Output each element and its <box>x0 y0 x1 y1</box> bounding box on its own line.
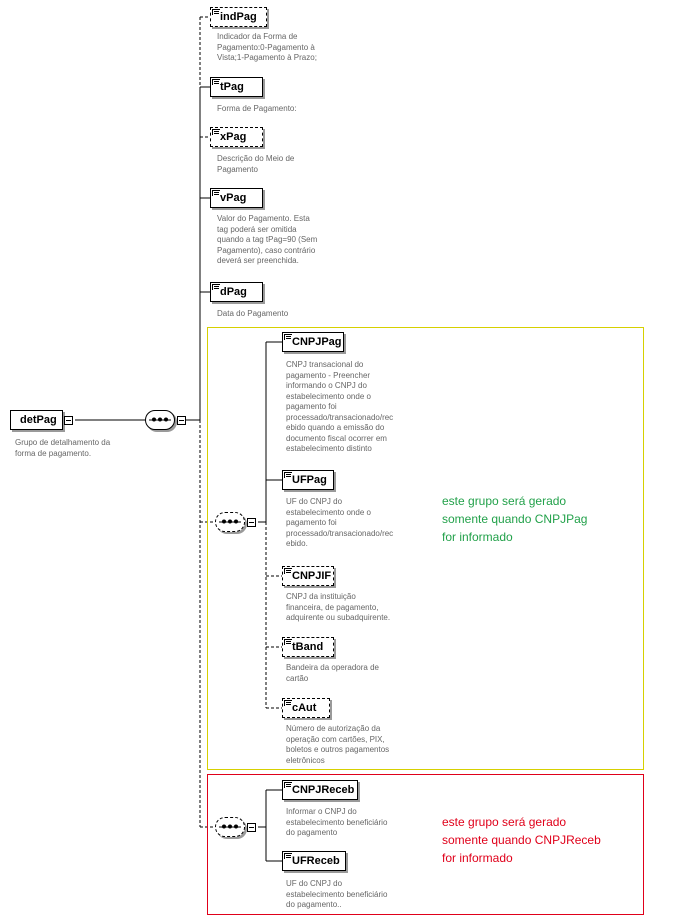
sequence-compositor-cnpjpag-group[interactable] <box>215 512 245 532</box>
node-label: cAut <box>292 702 317 714</box>
node-desc-vpag: Valor do Pagamento. Esta tag poderá ser … <box>217 214 318 265</box>
node-label: dPag <box>220 286 247 298</box>
node-desc-tband: Bandeira da operadora de cartão <box>286 663 379 683</box>
node-indpag[interactable]: indPag <box>210 7 267 27</box>
element-icon <box>212 284 220 290</box>
node-label: detPag <box>20 414 57 426</box>
element-icon <box>212 190 220 196</box>
node-desc-xpag: Descrição do Meio de Pagamento <box>217 154 295 174</box>
node-label: vPag <box>220 192 247 204</box>
node-label: UFReceb <box>292 855 340 867</box>
node-desc-cnpjreceb: Informar o CNPJ do estabelecimento benef… <box>286 807 388 837</box>
node-label: tBand <box>292 641 324 653</box>
element-icon <box>284 568 292 574</box>
sequence-icon <box>219 824 241 829</box>
collapse-toggle-main-sequence[interactable] <box>177 416 186 425</box>
collapse-toggle-cnpjreceb-group[interactable] <box>247 823 256 832</box>
node-detpag[interactable]: detPag <box>10 410 63 430</box>
sequence-compositor-main[interactable] <box>145 410 175 430</box>
node-caut[interactable]: cAut <box>282 698 330 718</box>
node-label: tPag <box>220 81 244 93</box>
collapse-toggle-detpag[interactable] <box>64 416 73 425</box>
node-tband[interactable]: tBand <box>282 637 334 657</box>
conditional-group-cnpjpag <box>207 327 644 770</box>
node-cnpjif[interactable]: CNPJIF <box>282 566 334 586</box>
node-label: UFPag <box>292 474 327 486</box>
sequence-icon <box>149 417 171 422</box>
note-cnpjreceb-group: este grupo será gerado somente quando CN… <box>442 815 601 865</box>
node-label: CNPJPag <box>292 336 342 348</box>
node-label: CNPJReceb <box>292 784 355 796</box>
node-tpag[interactable]: tPag <box>210 77 263 97</box>
node-ufpag[interactable]: UFPag <box>282 470 334 490</box>
element-icon <box>212 9 220 15</box>
node-desc-caut: Número de autorização da operação com ca… <box>286 724 390 765</box>
node-desc-indpag: Indicador da Forma de Pagamento:0-Pagame… <box>217 32 317 62</box>
node-dpag[interactable]: dPag <box>210 282 263 302</box>
conditional-group-cnpjreceb <box>207 774 644 915</box>
node-xpag[interactable]: xPag <box>210 127 263 147</box>
node-desc-dpag: Data do Pagamento <box>217 309 289 318</box>
element-icon <box>284 700 292 706</box>
node-desc-cnpjpag: CNPJ transacional do pagamento - Preench… <box>286 360 394 453</box>
element-icon <box>284 639 292 645</box>
element-icon <box>284 853 292 859</box>
node-desc-tpag: Forma de Pagamento: <box>217 104 297 113</box>
element-icon <box>212 129 220 135</box>
node-label: xPag <box>220 131 247 143</box>
node-desc-ufpag: UF do CNPJ do estabelecimento onde o pag… <box>286 497 394 548</box>
collapse-toggle-cnpjpag-group[interactable] <box>247 518 256 527</box>
node-cnpjreceb[interactable]: CNPJReceb <box>282 780 358 800</box>
sequence-icon <box>219 519 241 524</box>
node-label: indPag <box>220 11 257 23</box>
node-desc-ufreceb: UF do CNPJ do estabelecimento beneficiár… <box>286 879 388 909</box>
node-desc-detpag: Grupo de detalhamento da forma de pagame… <box>15 438 111 458</box>
node-desc-cnpjif: CNPJ da instituição financeira, de pagam… <box>286 592 391 622</box>
node-cnpjpag[interactable]: CNPJPag <box>282 332 344 352</box>
element-icon <box>212 79 220 85</box>
sequence-compositor-cnpjreceb-group[interactable] <box>215 817 245 837</box>
node-ufreceb[interactable]: UFReceb <box>282 851 346 871</box>
element-icon <box>284 334 292 340</box>
note-cnpjpag-group: este grupo será gerado somente quando CN… <box>442 494 588 544</box>
node-label: CNPJIF <box>292 570 332 582</box>
node-vpag[interactable]: vPag <box>210 188 263 208</box>
element-icon <box>284 472 292 478</box>
element-icon <box>284 782 292 788</box>
